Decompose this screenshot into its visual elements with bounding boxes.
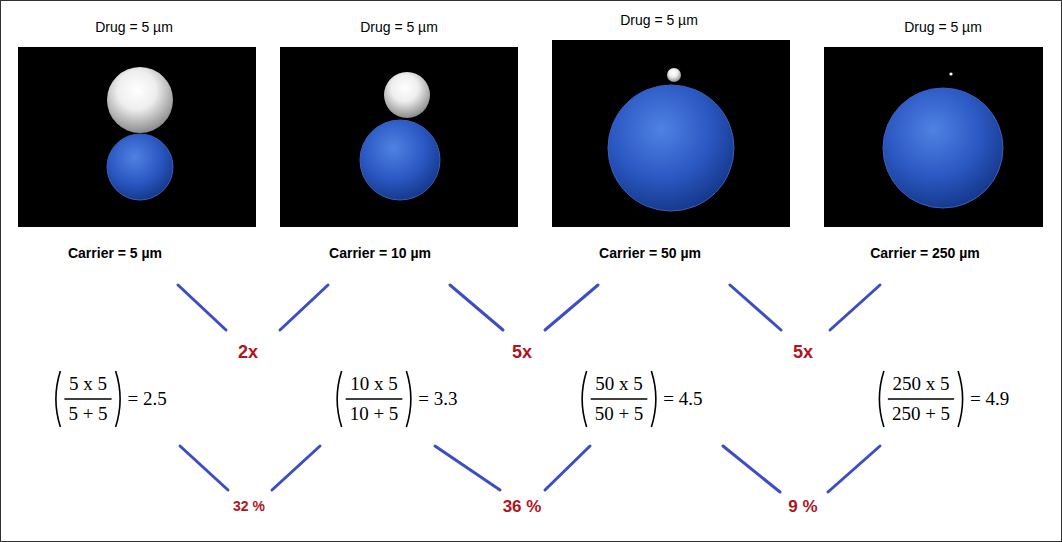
drug-size-label: Drug = 5 µm — [360, 19, 438, 35]
drug-sphere — [384, 72, 430, 118]
fraction-denominator: 5 + 5 — [68, 403, 107, 425]
fraction-bar — [591, 398, 648, 399]
ratio-label: 5x — [512, 342, 532, 363]
drug-size-label: Drug = 5 µm — [95, 19, 173, 35]
ratio-label: 5x — [793, 342, 813, 363]
carrier-size-label: Carrier = 250 µm — [870, 245, 980, 261]
image-panel: Drug = 5 µmCarrier = 250 µm — [824, 47, 1043, 227]
image-panel: Drug = 5 µmCarrier = 50 µm — [552, 40, 790, 227]
image-panel: Drug = 5 µmCarrier = 10 µm — [280, 47, 518, 227]
fraction-numerator: 250 x 5 — [893, 373, 950, 395]
drug-sphere — [667, 68, 681, 82]
image-panel — [18, 47, 256, 227]
fraction-denominator: 50 + 5 — [595, 403, 644, 425]
fraction-numerator: 5 x 5 — [69, 373, 107, 395]
percent-label: 9 % — [788, 497, 817, 517]
percent-label: 36 % — [503, 497, 542, 517]
carrier-sphere — [107, 134, 173, 200]
drug-size-label: Drug = 5 µm — [904, 19, 982, 35]
formula-result: = 3.3 — [418, 388, 457, 410]
carrier-sphere — [883, 88, 1003, 208]
fraction-numerator: 50 x 5 — [595, 373, 643, 395]
drug-sphere — [107, 67, 173, 133]
fraction-numerator: 10 x 5 — [350, 373, 398, 395]
carrier-size-label: Carrier = 50 µm — [599, 245, 701, 261]
right-parenthesis — [116, 371, 121, 427]
formula-result: = 4.5 — [663, 388, 702, 410]
fraction-denominator: 10 + 5 — [350, 403, 399, 425]
carrier-size-label: Carrier = 10 µm — [329, 245, 431, 261]
image-panel — [280, 47, 518, 227]
drug-sphere — [949, 72, 952, 75]
left-parenthesis — [56, 371, 61, 427]
fraction-bar — [888, 398, 954, 399]
drug-size-label: Drug = 5 µm — [620, 12, 698, 28]
carrier-sphere — [608, 85, 734, 211]
comparison-lines — [178, 285, 880, 492]
fraction-bar — [346, 398, 403, 399]
image-panel — [824, 47, 1043, 227]
left-parenthesis — [337, 371, 342, 427]
ratio-label: 2x — [238, 342, 258, 363]
carrier-size-label: Carrier = 5 µm — [68, 245, 162, 261]
image-panel — [552, 40, 790, 227]
fraction-denominator: 250 + 5 — [892, 403, 950, 425]
fraction-bar — [64, 398, 111, 399]
right-parenthesis — [651, 371, 656, 427]
image-panel: Drug = 5 µmCarrier = 5 µm — [18, 47, 256, 227]
formula-result: = 2.5 — [128, 388, 167, 410]
percent-label: 32 % — [233, 498, 265, 514]
carrier-sphere — [360, 120, 440, 200]
left-parenthesis — [582, 371, 587, 427]
right-parenthesis — [958, 371, 963, 427]
left-parenthesis — [879, 371, 884, 427]
right-parenthesis — [406, 371, 411, 427]
formula-result: = 4.9 — [970, 388, 1009, 410]
